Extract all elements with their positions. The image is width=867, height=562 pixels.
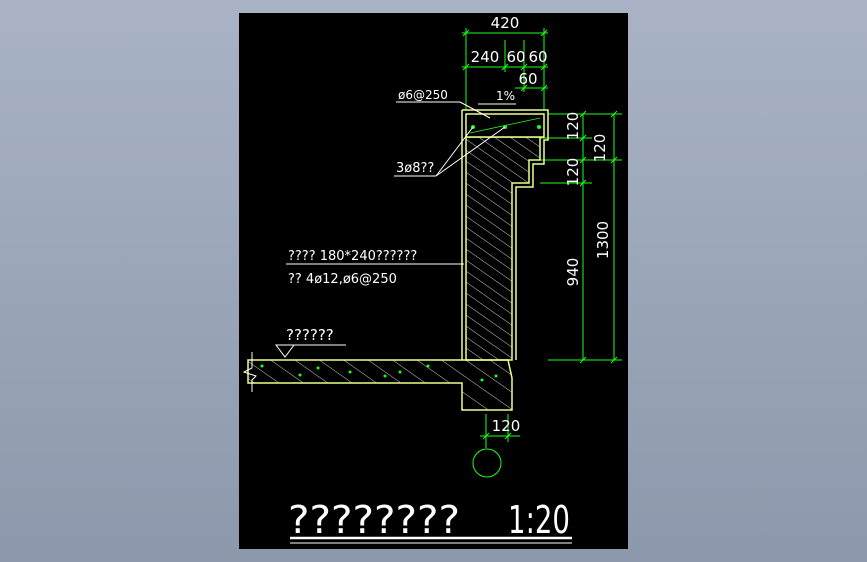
vtick-2 bbox=[579, 134, 587, 142]
vtick-1 bbox=[579, 110, 587, 118]
drawing-title: ???????? bbox=[288, 498, 460, 542]
tick-8 bbox=[540, 84, 548, 92]
parapet-wall bbox=[465, 136, 541, 361]
parapet-outline bbox=[462, 109, 549, 360]
slab-dot-1 bbox=[260, 364, 264, 368]
vtick-3 bbox=[579, 156, 587, 164]
dim-v-120-top: 120 bbox=[564, 112, 582, 141]
dim-bottom-120: 120 bbox=[492, 417, 521, 435]
tick-1 bbox=[462, 29, 470, 37]
slab-dot-9 bbox=[494, 374, 498, 378]
wall-note-line2: ?? 4ø12,ø6@250 bbox=[288, 272, 397, 287]
vtick-7 bbox=[610, 156, 618, 164]
slab-dot-5 bbox=[383, 374, 387, 378]
floor-slab bbox=[247, 359, 513, 411]
bottom-dimension-group bbox=[472, 414, 520, 478]
tick-4 bbox=[501, 63, 509, 71]
slab-rebar-dots bbox=[260, 364, 498, 382]
slab-dot-2 bbox=[298, 373, 302, 377]
leader-rebar-top-d bbox=[459, 101, 491, 119]
btick-2 bbox=[504, 432, 512, 440]
slab-dot-4 bbox=[348, 370, 352, 374]
vtick-5 bbox=[579, 356, 587, 364]
leader-3d8-d2 bbox=[435, 126, 506, 177]
dim-v-1300: 1300 bbox=[594, 221, 612, 259]
tick-2 bbox=[540, 29, 548, 37]
slab-dot-3 bbox=[316, 366, 320, 370]
tick-6 bbox=[540, 63, 548, 71]
dim-v-940: 940 bbox=[564, 258, 582, 287]
wall-note-line1: ???? 180*240?????? bbox=[288, 249, 417, 264]
dim-60-lower: 60 bbox=[518, 70, 537, 88]
tick-7 bbox=[520, 84, 528, 92]
dim-420: 420 bbox=[491, 14, 520, 32]
top-dimension-group bbox=[462, 28, 548, 110]
axis-bubble bbox=[472, 448, 502, 478]
slab-dot-6 bbox=[398, 370, 402, 374]
vtick-4 bbox=[579, 179, 587, 187]
rebar-top-label: ø6@250 bbox=[398, 88, 448, 102]
slab-dot-8 bbox=[480, 378, 484, 382]
dim-60b: 60 bbox=[528, 48, 547, 66]
tick-3 bbox=[462, 63, 470, 71]
right-dimension-group bbox=[540, 110, 622, 364]
slab-dot-7 bbox=[426, 364, 430, 368]
rebar-3d8-label: 3ø8?? bbox=[396, 161, 434, 176]
rebar-dot-3 bbox=[537, 125, 541, 129]
dim-240: 240 bbox=[471, 48, 500, 66]
floor-level-label: ?????? bbox=[286, 326, 334, 344]
vtick-8 bbox=[610, 356, 618, 364]
coping-stirrup-diagonal bbox=[469, 117, 541, 134]
leader-3d8-d1 bbox=[435, 126, 474, 177]
vtick-6 bbox=[610, 110, 618, 118]
drawing-scale: 1:20 bbox=[508, 498, 570, 542]
slope-label: 1% bbox=[496, 89, 515, 103]
dim-v-120-mid: 120 bbox=[564, 158, 582, 187]
break-line bbox=[242, 352, 257, 392]
leader-lines bbox=[286, 101, 506, 265]
dim-v-120-right: 120 bbox=[591, 134, 609, 163]
tick-5 bbox=[520, 63, 528, 71]
dim-60a: 60 bbox=[506, 48, 525, 66]
